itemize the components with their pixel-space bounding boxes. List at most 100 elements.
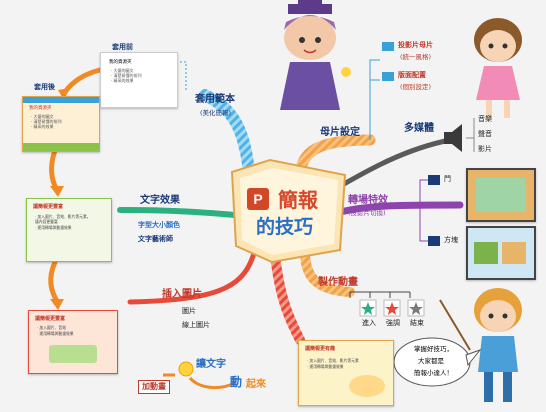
animation-item-2: 強調 bbox=[386, 319, 400, 327]
slide-picture-bullet-2: · 運用轉場與動畫效果 bbox=[37, 331, 74, 336]
speech-line-1: 掌握好技巧， bbox=[414, 345, 453, 353]
slide-text-effect: 讓簡報更豐富 · 加入圖片、音效、影片等元素， 讓內容更豐富 · 運用轉場與動畫… bbox=[26, 198, 112, 262]
flow-step-4: 起來 bbox=[246, 379, 266, 390]
master-connector bbox=[369, 59, 380, 140]
slide-animation-image bbox=[349, 375, 385, 397]
slide-text-heading: 讓簡報更豐富 bbox=[33, 204, 64, 210]
slide-after: 我的資源夾 · 大量的圖文 · 清楚易懂的排列 · 精采的效果 bbox=[22, 96, 100, 152]
template-before-label: 套用前 bbox=[112, 43, 133, 51]
lightbulb-icon bbox=[178, 361, 194, 377]
slide-before-bullet-3: · 精采的效果 bbox=[111, 78, 134, 83]
flow-step-2: 讓文字 bbox=[196, 359, 226, 370]
flow-step-3: 動 bbox=[230, 375, 243, 389]
text-effect-title: 文字效果 bbox=[140, 195, 180, 206]
flow-curve bbox=[188, 376, 236, 389]
animation-item-1: 進入 bbox=[362, 319, 376, 327]
slide-after-bullet-3: · 精采的效果 bbox=[31, 124, 54, 129]
slide-after-bullet-1: · 大量的圖文 bbox=[31, 114, 54, 119]
branch-transition-line bbox=[336, 201, 464, 216]
arrow-head-3 bbox=[50, 299, 64, 310]
slide-picture: 讓簡報更豐富 · 加入圖片、音效 · 運用轉場與動畫效果 bbox=[28, 310, 118, 374]
transition-cube-preview bbox=[466, 226, 536, 280]
animation-title: 製作動畫 bbox=[318, 277, 358, 288]
branch-picture-stripe bbox=[270, 250, 305, 345]
flow-step-1: 加動畫 bbox=[138, 380, 170, 394]
transition-subtitle: (投影片切換) bbox=[348, 209, 386, 217]
speaker-icon bbox=[444, 124, 462, 152]
picture-title: 插入圖片 bbox=[162, 289, 202, 300]
arrow-down-1 bbox=[49, 147, 60, 193]
master-item2-line2: (個別設定) bbox=[400, 83, 432, 91]
slide-picture-heading: 讓簡報更豐富 bbox=[35, 316, 66, 322]
speech-line-3: 簡報小達人！ bbox=[414, 369, 453, 377]
transition-door-preview bbox=[466, 168, 536, 222]
girl-character bbox=[280, 0, 351, 110]
slide-before-bullet-1: · 大量的圖文 bbox=[111, 68, 134, 73]
cube-preview-left bbox=[474, 242, 498, 264]
animation-icons bbox=[359, 299, 425, 317]
arrow-head-1 bbox=[58, 88, 70, 100]
text-effect-item-1: 字型大小顏色 bbox=[138, 221, 180, 229]
cube-preview-right bbox=[502, 242, 526, 264]
branch-text-line bbox=[117, 207, 238, 218]
transition-connector bbox=[419, 179, 428, 242]
boy-character bbox=[439, 288, 522, 402]
slide-picture-bullet-1: · 加入圖片、音效 bbox=[37, 325, 66, 330]
slide-after-bullet-2: · 清楚易懂的排列 bbox=[31, 119, 62, 124]
slide-before: 我的資源夾 · 大量的圖文 · 清楚易懂的排列 · 精采的效果 bbox=[100, 52, 178, 108]
slide-animation-bullet-1: · 加入圖片、音效、影片等元素 bbox=[307, 358, 359, 363]
picture-item-2: 線上圖片 bbox=[182, 321, 210, 329]
master-item1-line2: (統一風格) bbox=[400, 53, 432, 61]
multimedia-title: 多媒體 bbox=[404, 123, 434, 134]
template-after-label: 套用後 bbox=[34, 83, 55, 91]
svg-text:P: P bbox=[253, 191, 262, 207]
pink-girl-character bbox=[474, 18, 522, 118]
template-title: 套用範本 bbox=[195, 94, 235, 105]
slide-before-bullet-2: · 清楚易懂的排列 bbox=[111, 73, 142, 78]
slide-text-bullet-1: · 加入圖片、音效、影片等元素， bbox=[35, 214, 91, 219]
speech-line-2: 大家都是 bbox=[418, 357, 444, 365]
slide-animation: 讓簡報更有趣 · 加入圖片、音效、影片等元素 · 運用轉場與動畫效果 bbox=[298, 340, 394, 406]
slide-before-heading: 我的資源夾 bbox=[109, 60, 132, 65]
slide-animation-heading: 讓簡報更有趣 bbox=[305, 346, 336, 352]
slide-picture-image bbox=[49, 345, 97, 363]
picture-item-1: 圖片 bbox=[182, 307, 196, 315]
center-badge: P bbox=[230, 158, 347, 264]
animation-item-3: 結束 bbox=[410, 319, 424, 327]
master-slide-icon bbox=[382, 42, 394, 51]
slide-after-heading: 我的資源夾 bbox=[29, 106, 52, 111]
animation-bracket bbox=[349, 291, 411, 298]
branch-picture-line bbox=[127, 247, 258, 305]
arrow-before-to-after bbox=[62, 67, 103, 95]
slide-text-bullet-3: · 運用轉場與動畫效果 bbox=[35, 225, 72, 230]
slide-animation-bullet-2: · 運用轉場與動畫效果 bbox=[307, 364, 344, 369]
multimedia-item-2: 聲音 bbox=[478, 130, 492, 138]
door-preview-scene bbox=[476, 178, 526, 212]
speech-bubble bbox=[393, 337, 482, 387]
multimedia-item-3: 影片 bbox=[478, 145, 492, 153]
text-effect-item-2: 文字藝術師 bbox=[138, 235, 173, 243]
layout-icon bbox=[382, 72, 394, 81]
center-title-line1: 簡報 bbox=[278, 188, 318, 212]
master-item1-line1: 投影片母片 bbox=[398, 41, 433, 49]
master-item2-line1: 版面配置 bbox=[398, 71, 426, 79]
slide-after-header-bar bbox=[23, 97, 99, 103]
arrow-head-2 bbox=[50, 186, 64, 197]
transition-item-1: 門 bbox=[444, 175, 451, 183]
slide-after-grass bbox=[23, 143, 99, 151]
transition-title: 轉場特效 bbox=[348, 195, 388, 206]
center-title-line2: 的技巧 bbox=[256, 216, 314, 238]
cube-icon bbox=[428, 236, 440, 246]
master-title: 母片設定 bbox=[320, 127, 360, 138]
branch-template-line bbox=[199, 89, 256, 186]
branch-animation-line bbox=[300, 247, 355, 297]
transition-item-2: 方塊 bbox=[444, 236, 458, 244]
template-subtitle: (美化簡報) bbox=[200, 109, 232, 117]
arrow-down-2 bbox=[48, 259, 61, 306]
multimedia-item-1: 音樂 bbox=[478, 115, 492, 123]
multimedia-connector bbox=[466, 118, 475, 152]
slide-text-bullet-2: 讓內容更豐富 bbox=[35, 219, 58, 224]
door-icon bbox=[428, 175, 440, 185]
